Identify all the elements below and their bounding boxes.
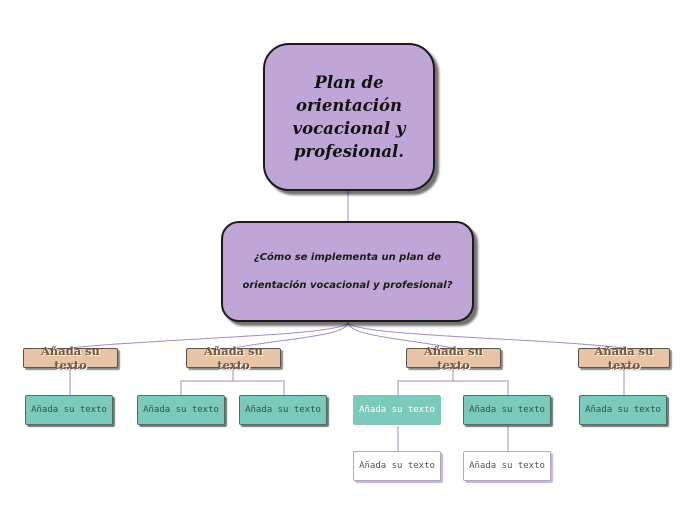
leaf-node-label: Añada su texto xyxy=(585,405,661,415)
sub-node-label: Añada su texto xyxy=(359,461,435,471)
leaf-node-6[interactable]: Añada su texto xyxy=(579,395,667,425)
leaf-node-label: Añada su texto xyxy=(469,405,545,415)
connector-topic-3-leaves xyxy=(397,368,509,395)
topic-node-label: Añada su texto xyxy=(594,344,654,372)
leaf-node-2[interactable]: Añada su texto xyxy=(137,395,225,425)
leaf-node-5[interactable]: Añada su texto xyxy=(463,395,551,425)
root-node[interactable]: Plan de orientación vocacional y profesi… xyxy=(263,43,435,191)
root-node-label: Plan de orientación vocacional y profesi… xyxy=(292,73,406,161)
topic-node-2[interactable]: Añada su texto xyxy=(186,344,281,372)
leaf-node-label: Añada su texto xyxy=(245,405,321,415)
leaf-node-3[interactable]: Añada su texto xyxy=(239,395,327,425)
topic-node-1[interactable]: Añada su texto xyxy=(23,344,118,372)
leaf-node-label: Añada su texto xyxy=(143,405,219,415)
leaf-node-4-selected[interactable]: Añada su texto xyxy=(353,395,441,425)
sub-node-1[interactable]: Añada su texto xyxy=(353,451,441,481)
sub-node-label: Añada su texto xyxy=(469,461,545,471)
leaf-node-label: Añada su texto xyxy=(359,405,435,415)
topic-node-label: Añada su texto xyxy=(203,344,264,372)
topic-node-label: Añada su texto xyxy=(40,344,101,372)
connector-topic-2-leaves xyxy=(180,368,285,395)
topic-node-4[interactable]: Añada su texto xyxy=(578,344,670,372)
question-node-label: ¿Cómo se implementa un plan de orientaci… xyxy=(242,251,453,291)
topic-node-3[interactable]: Añada su texto xyxy=(406,344,501,372)
leaf-node-label: Añada su texto xyxy=(31,405,107,415)
sub-node-2[interactable]: Añada su texto xyxy=(463,451,551,481)
question-node[interactable]: ¿Cómo se implementa un plan de orientaci… xyxy=(221,221,474,322)
topic-node-label: Añada su texto xyxy=(423,344,484,372)
leaf-node-1[interactable]: Añada su texto xyxy=(25,395,113,425)
